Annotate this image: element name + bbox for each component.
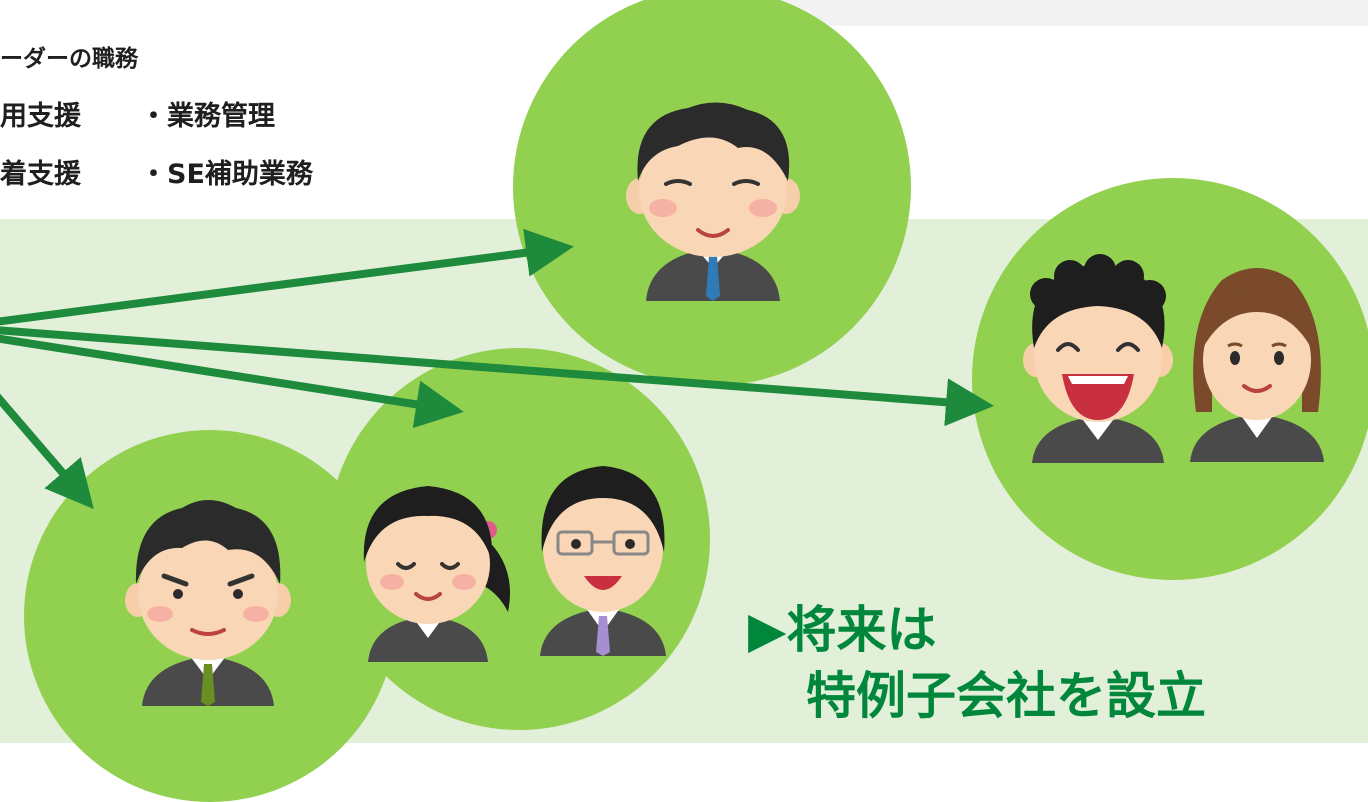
arrow-to-bottom-left — [0, 393, 94, 510]
arrow-to-middle — [0, 334, 464, 429]
person-man-blue-tie — [626, 102, 800, 301]
future-line-1: ▶将来は — [748, 601, 937, 659]
duties-heading: ーダーの職務 — [0, 46, 138, 72]
person-woman-long-hair — [1190, 268, 1324, 462]
duty-item: ・SE補助業務 — [140, 159, 313, 190]
person-man-laughing — [1023, 254, 1173, 463]
arrow-to-right — [0, 326, 994, 427]
duty-item: 着支援 — [0, 159, 81, 190]
person-man-determined — [125, 500, 291, 706]
person-man-glasses — [540, 466, 666, 656]
person-woman-ponytail — [363, 486, 510, 662]
duty-item: 用支援 — [0, 101, 81, 132]
future-line-2: 特例子会社を設立 — [806, 667, 1206, 725]
arrow-to-top — [0, 228, 574, 326]
duty-item: ・業務管理 — [140, 101, 275, 132]
